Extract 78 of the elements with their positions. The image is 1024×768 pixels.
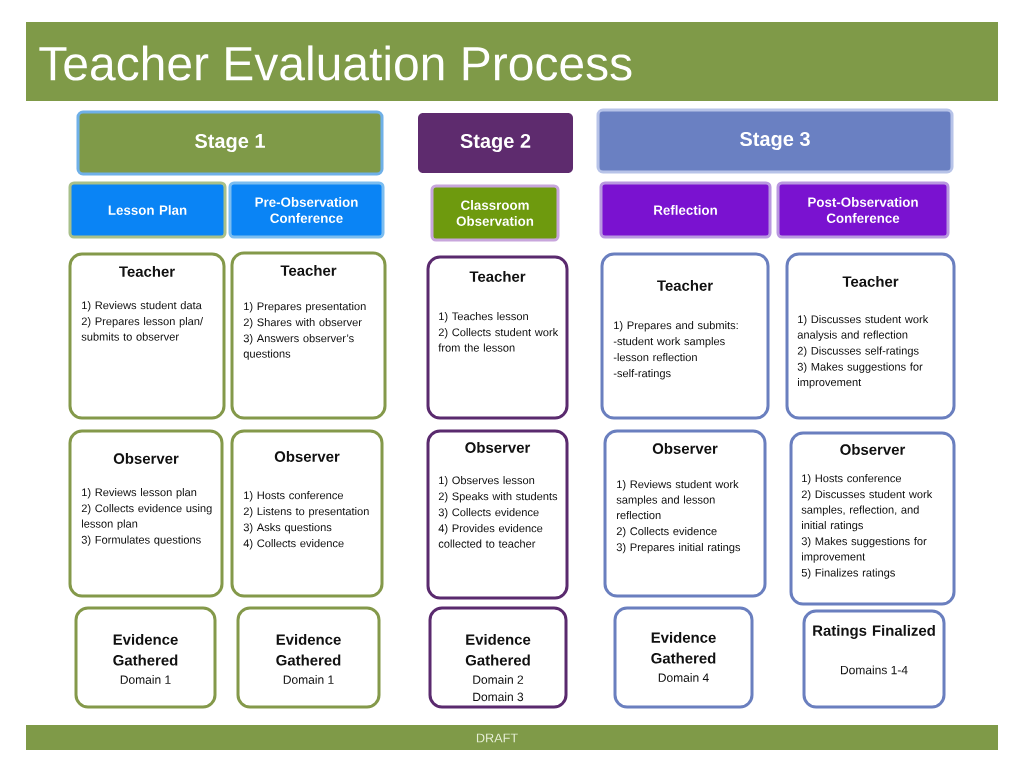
list-item: 3) Answers observer’s questions xyxy=(243,334,354,360)
list-item: 5) Finalizes ratings xyxy=(801,568,895,579)
step-box: Classroom Observation xyxy=(430,184,560,242)
card-heading: Evidence Gathered xyxy=(651,631,716,664)
list-item: 3) Prepares initial ratings xyxy=(616,543,741,554)
card-heading: Teacher xyxy=(657,279,713,291)
card-heading: Teacher xyxy=(280,264,337,276)
list-item: 4) Collects evidence xyxy=(243,539,344,550)
list-item: 1) Reviews student data xyxy=(82,301,202,312)
card-heading: Observer xyxy=(840,443,906,455)
result-card xyxy=(236,606,381,709)
role-card xyxy=(789,431,956,606)
step-box: Post-Observation Conference xyxy=(776,181,950,239)
card-text: Domain 4 xyxy=(658,673,709,682)
list-item: 1) Discusses student work analysis and reflection xyxy=(797,315,929,341)
card-text: Domain 1 xyxy=(120,675,171,684)
list-item: 2) Collects evidence xyxy=(616,527,717,538)
card-text: Domain 3 xyxy=(473,692,524,702)
title-banner: Teacher Evaluation Process xyxy=(26,22,998,101)
role-card xyxy=(230,429,384,598)
card-text: Domain 2 xyxy=(473,675,524,684)
role-card xyxy=(426,255,569,420)
list-item: 3) Makes suggestions for improvement xyxy=(797,362,923,389)
step-box: Pre-Observation Conference xyxy=(228,181,385,239)
card-heading: Observer xyxy=(465,441,531,453)
footer-bar: DRAFT xyxy=(26,725,998,750)
card-text: Domains 1-4 xyxy=(841,665,908,675)
card-heading: Ratings Finalized xyxy=(813,624,935,639)
stage-banner: Stage 2 xyxy=(418,113,573,173)
stage-banner: Stage 1 xyxy=(76,110,384,176)
result-card xyxy=(74,606,217,709)
card-heading: Observer xyxy=(652,442,718,454)
card-heading: Teacher xyxy=(119,265,175,277)
list-item: 1) Hosts conference xyxy=(244,491,344,502)
stage-banner: Stage 3 xyxy=(596,108,954,174)
card-heading: Observer xyxy=(113,452,179,464)
list-item: 1) Prepares and submits: xyxy=(614,321,738,332)
list-item: -lesson reflection xyxy=(613,353,697,362)
role-card xyxy=(426,429,569,600)
card-text: Domain 1 xyxy=(283,675,334,684)
result-card xyxy=(613,606,754,709)
result-card xyxy=(428,606,568,709)
list-item: 1) Observes lesson xyxy=(439,476,535,487)
role-card xyxy=(68,429,224,598)
list-item: 2) Discusses student work samples, reflection, and initial ratings xyxy=(801,490,933,532)
card-heading: Evidence Gathered xyxy=(465,633,531,666)
list-item: 3) Asks questions xyxy=(243,523,332,534)
list-item: 2) Discusses self-ratings xyxy=(797,346,919,357)
step-box: Reflection xyxy=(599,181,772,239)
list-item: 2) Listens to presentation xyxy=(243,507,369,518)
role-card xyxy=(230,251,387,420)
card-heading: Teacher xyxy=(842,275,899,287)
result-card xyxy=(802,609,946,709)
list-item: -student work samples xyxy=(613,337,725,348)
role-card xyxy=(68,252,226,420)
list-item: 2) Collects evidence using lesson plan xyxy=(81,504,212,530)
step-box: Lesson Plan xyxy=(68,181,227,239)
list-item: 2) Prepares lesson plan/ submits to observer xyxy=(81,317,204,341)
list-item: 4) Provides evidence collected to teacher xyxy=(438,524,543,548)
list-item: 3) Collects evidence xyxy=(438,508,539,519)
list-item: 1) Hosts conference xyxy=(802,474,902,485)
role-card xyxy=(603,429,767,598)
list-item: 2) Collects student work from the lesson xyxy=(438,328,559,352)
list-item: 1) Reviews lesson plan xyxy=(82,488,197,499)
card-heading: Evidence Gathered xyxy=(276,633,341,666)
card-heading: Observer xyxy=(274,450,340,462)
list-item: 3) Formulates questions xyxy=(81,535,201,546)
list-item: 3) Makes suggestions for improvement xyxy=(801,537,927,563)
list-item: 1) Reviews student work samples and lesson reflection xyxy=(616,480,739,520)
list-item: -self-ratings xyxy=(613,369,671,380)
list-item: 2) Shares with observer xyxy=(243,318,362,329)
list-item: 1) Teaches lesson xyxy=(439,312,528,323)
card-heading: Evidence Gathered xyxy=(113,633,178,666)
list-item: 2) Speaks with students xyxy=(438,492,558,503)
role-card xyxy=(785,252,956,420)
card-heading: Teacher xyxy=(469,270,526,282)
role-card xyxy=(600,252,770,420)
list-item: 1) Prepares presentation xyxy=(244,302,366,313)
